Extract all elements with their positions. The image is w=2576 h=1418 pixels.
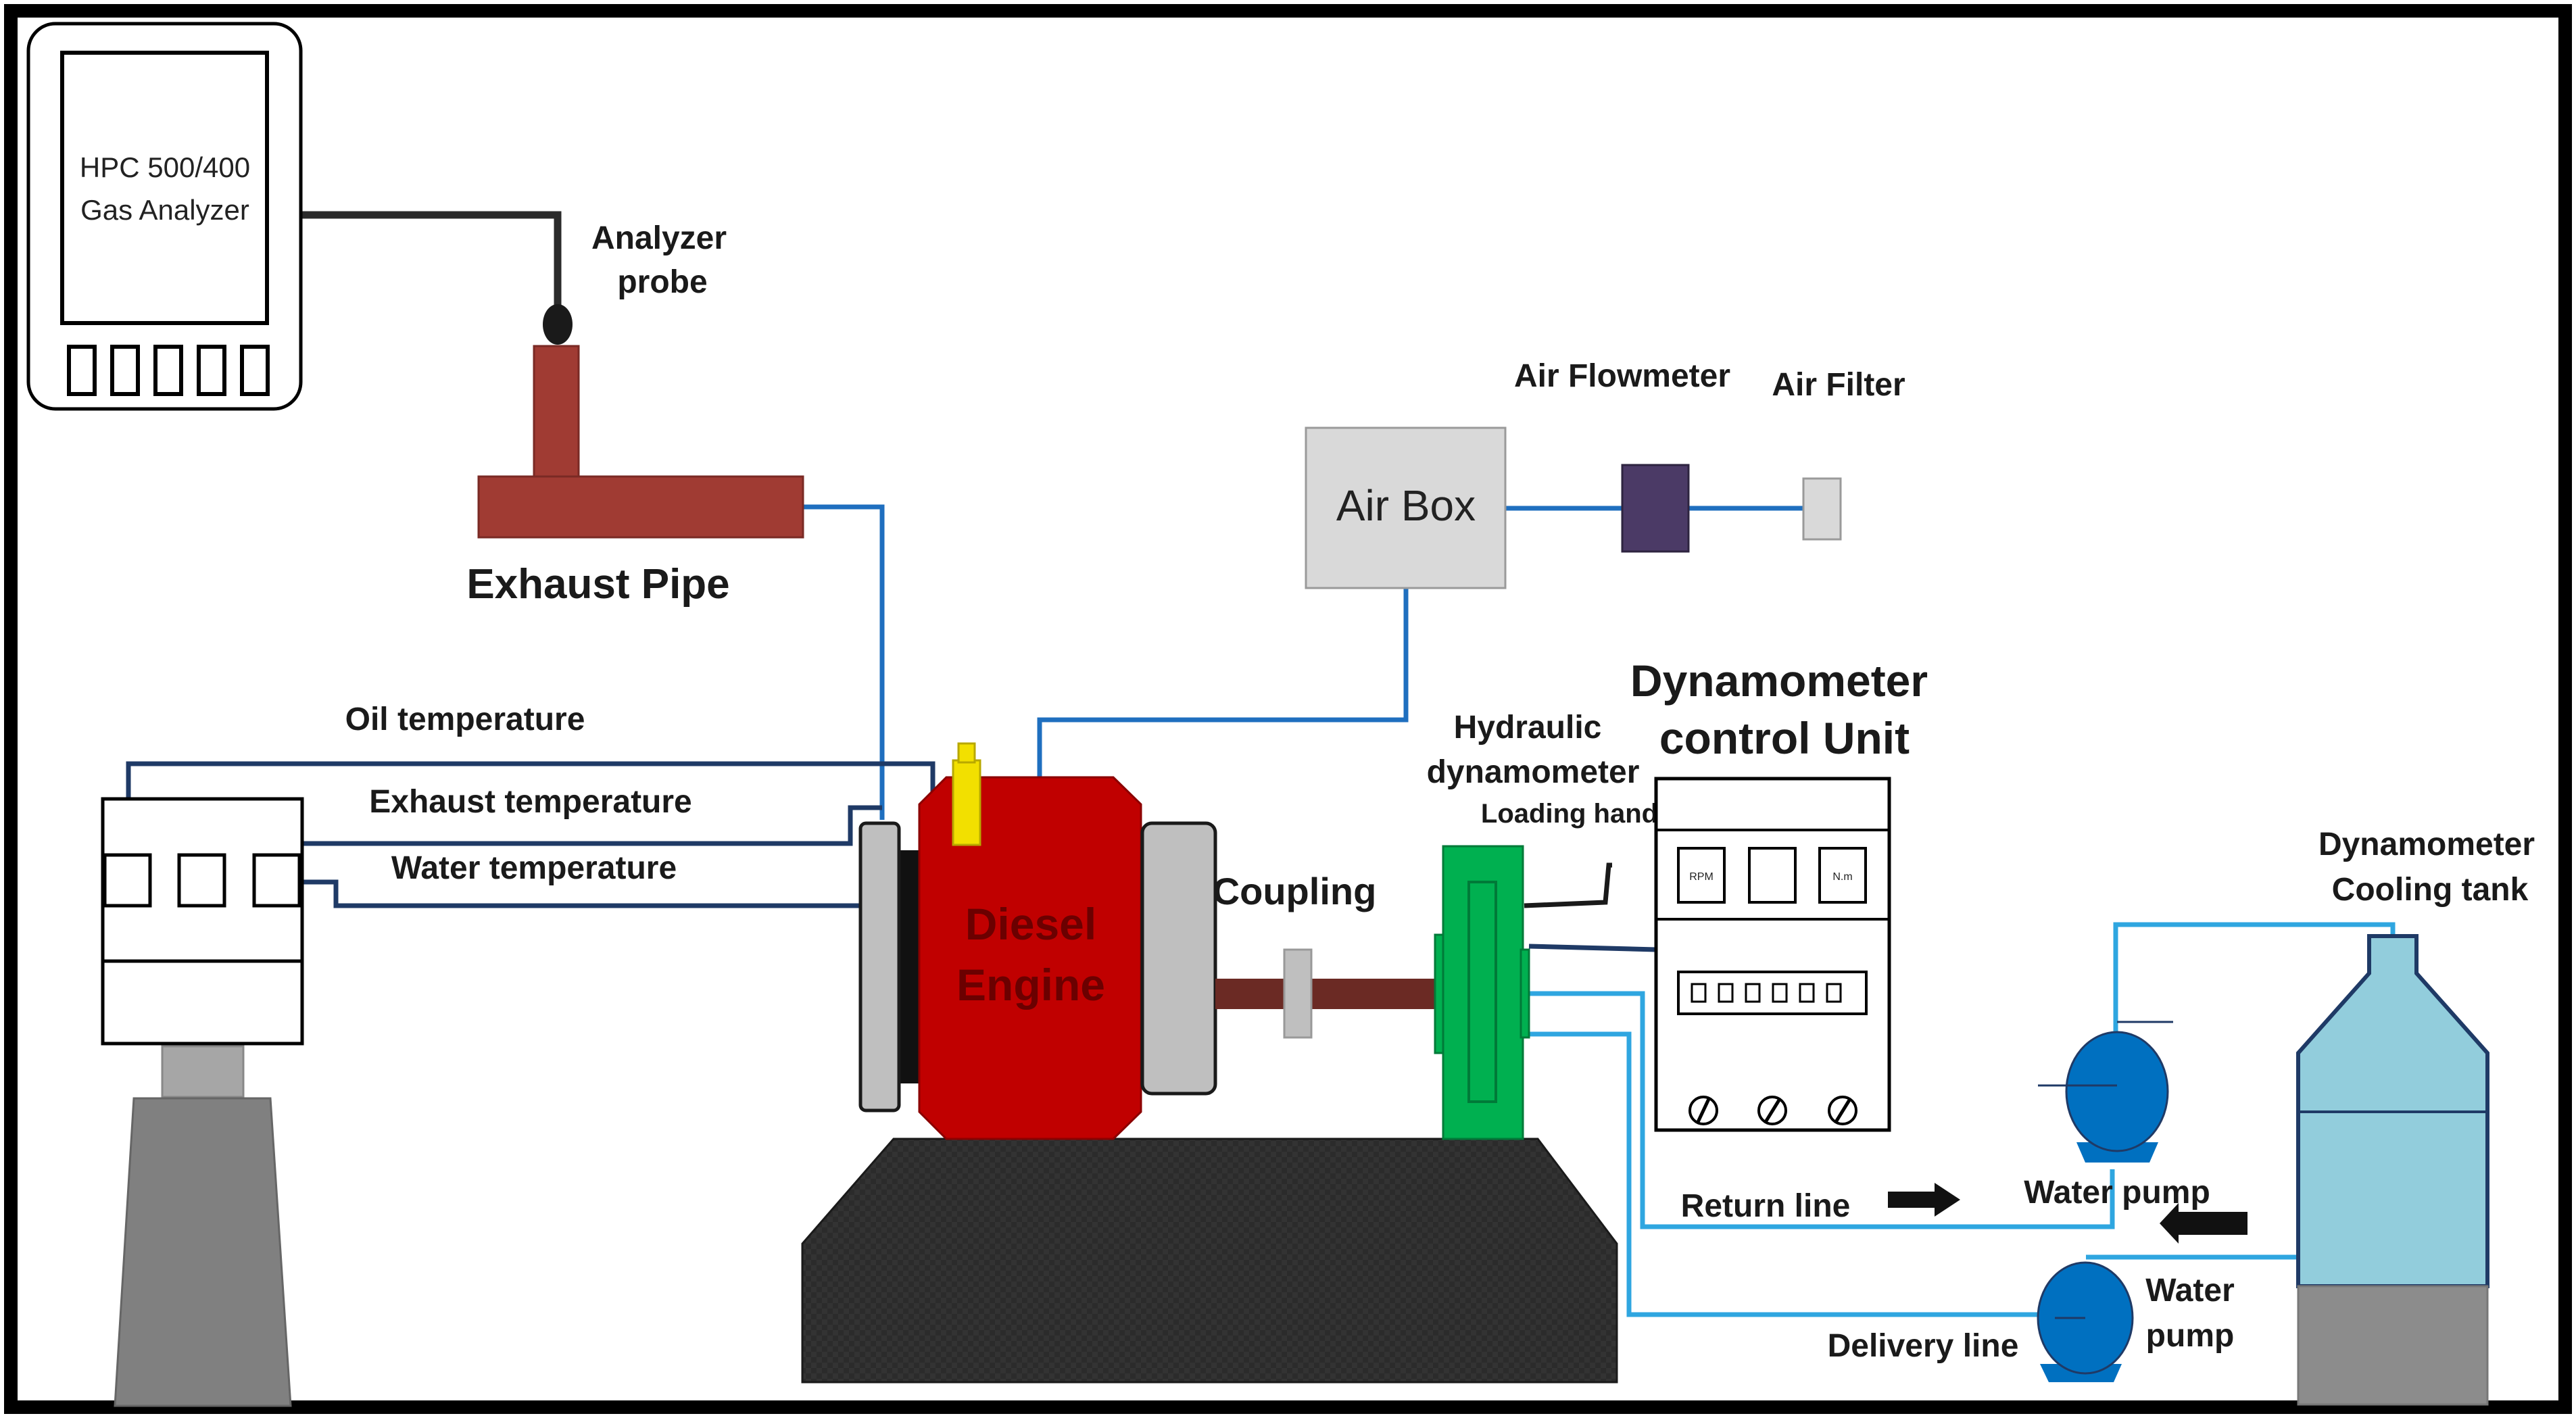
- loading-hand-lever[interactable]: [1524, 862, 1612, 908]
- torque-label: N.m: [1832, 871, 1852, 883]
- engine-flywheel-left: [858, 821, 901, 1113]
- outer-frame: [4, 4, 2572, 1414]
- dyno-control-label-2: control Unit: [1659, 713, 1910, 763]
- dyno-control-wire: [1528, 944, 1657, 952]
- cooling-tank-label-1: Dynamometer: [2318, 827, 2535, 862]
- digit-5: [1799, 983, 1815, 1003]
- dyno-control-label-1: Dynamometer: [1630, 656, 1928, 706]
- delivery-line-pipe: [1529, 1031, 2089, 1317]
- water-temperature-label: Water temperature: [391, 850, 677, 886]
- temperature-display-unit: [101, 797, 304, 1046]
- drive-shaft: [1215, 979, 1440, 1009]
- digit-6: [1826, 983, 1842, 1003]
- air-box-label: Air Box: [1336, 481, 1476, 530]
- diesel-engine-label-2: Engine: [956, 960, 1105, 1010]
- dyno-right-flange: [1520, 948, 1530, 1039]
- delivery-line-label: Delivery line: [1828, 1328, 2019, 1364]
- loading-hand-label: Loading hand: [1481, 799, 1658, 829]
- air-flowmeter: [1621, 464, 1690, 553]
- pump-to-tank-line: [2113, 922, 2396, 1041]
- air-flowmeter-label: Air Flowmeter: [1514, 358, 1730, 394]
- exhaust-to-engine-line: [803, 504, 885, 820]
- diesel-engine-label-1: Diesel: [965, 899, 1096, 949]
- cooling-tank-base: [2297, 1285, 2489, 1406]
- rpm-display: [1677, 847, 1726, 904]
- air-box: [1305, 426, 1507, 589]
- water-pump-lower-label-1: Water: [2145, 1273, 2235, 1309]
- fuel-injector: [952, 759, 981, 846]
- water-pump-lower-label-2: pump: [2146, 1318, 2235, 1354]
- hydraulic-dyno-label-2: dynamometer: [1427, 754, 1640, 790]
- exhaust-temperature-label: Exhaust temperature: [369, 784, 692, 820]
- coupling-label: Coupling: [1213, 870, 1377, 912]
- analyzer-probe-head: [543, 304, 573, 345]
- torque-display: [1818, 847, 1867, 904]
- cooling-tank-label-2: Cooling tank: [2332, 872, 2529, 908]
- water-temp-display: [252, 853, 301, 908]
- engine-base: [801, 1138, 1618, 1384]
- airbox-to-engine-line: [1037, 588, 1409, 777]
- dynamometer-control-unit: RPM N.m: [1654, 777, 1891, 1132]
- gauge-icon[interactable]: [1757, 1096, 1787, 1125]
- gauge-icon[interactable]: [1828, 1096, 1857, 1125]
- analyzer-key-2[interactable]: [110, 345, 140, 396]
- display-stand: [114, 1097, 292, 1407]
- engine-flywheel-right: [1140, 821, 1217, 1096]
- analyzer-probe-label-1: Analyzer: [591, 220, 727, 256]
- arrow-left-icon: [2160, 1203, 2247, 1244]
- hydraulic-dyno-label-1: Hydraulic: [1454, 710, 1602, 745]
- analyzer-key-3[interactable]: [153, 345, 183, 396]
- display-stand-neck: [161, 1045, 245, 1098]
- shaft-coupling: [1283, 948, 1313, 1039]
- oil-temperature-label: Oil temperature: [345, 702, 585, 737]
- oil-temp-display: [103, 853, 152, 908]
- water-pump-upper-label: Water pump: [2024, 1175, 2210, 1211]
- air-filter: [1802, 477, 1842, 541]
- water-pump-lower: [2037, 1261, 2134, 1382]
- exhaust-pipe-label: Exhaust Pipe: [466, 561, 729, 608]
- gas-analyzer: HPC 500/400 Gas Analyzer: [26, 22, 303, 411]
- analyzer-key-1[interactable]: [67, 345, 97, 396]
- gas-analyzer-label-2: Gas Analyzer: [80, 194, 249, 226]
- arrow-right-icon: [1888, 1183, 1960, 1217]
- digit-3: [1745, 983, 1761, 1003]
- analyzer-key-5[interactable]: [240, 345, 270, 396]
- middle-display: [1748, 847, 1797, 904]
- rpm-label: RPM: [1689, 871, 1714, 883]
- hydraulic-dynamometer: [1442, 845, 1524, 1140]
- analyzer-key-4[interactable]: [197, 345, 226, 396]
- water-pump-upper: [2038, 1021, 2173, 1163]
- dyno-center-slot: [1467, 881, 1497, 1103]
- gauge-icon[interactable]: [1688, 1096, 1718, 1125]
- digit-1: [1691, 983, 1707, 1003]
- return-line-pipe: [1529, 991, 2115, 1229]
- gas-analyzer-screen: [60, 51, 269, 325]
- return-line-label: Return line: [1681, 1188, 1851, 1224]
- diesel-engine-block: [918, 776, 1142, 1140]
- exhaust-temp-display: [177, 853, 226, 908]
- analyzer-probe-cable: [301, 211, 562, 308]
- digit-4: [1772, 983, 1788, 1003]
- air-filter-label: Air Filter: [1772, 367, 1905, 403]
- digit-2: [1718, 983, 1734, 1003]
- gas-analyzer-label-1: HPC 500/400: [80, 151, 250, 183]
- analyzer-probe-label-2: probe: [617, 264, 707, 300]
- water-temperature-wire: [297, 879, 862, 908]
- exhaust-pipe: [477, 345, 804, 539]
- fuel-injector-cap: [957, 742, 976, 764]
